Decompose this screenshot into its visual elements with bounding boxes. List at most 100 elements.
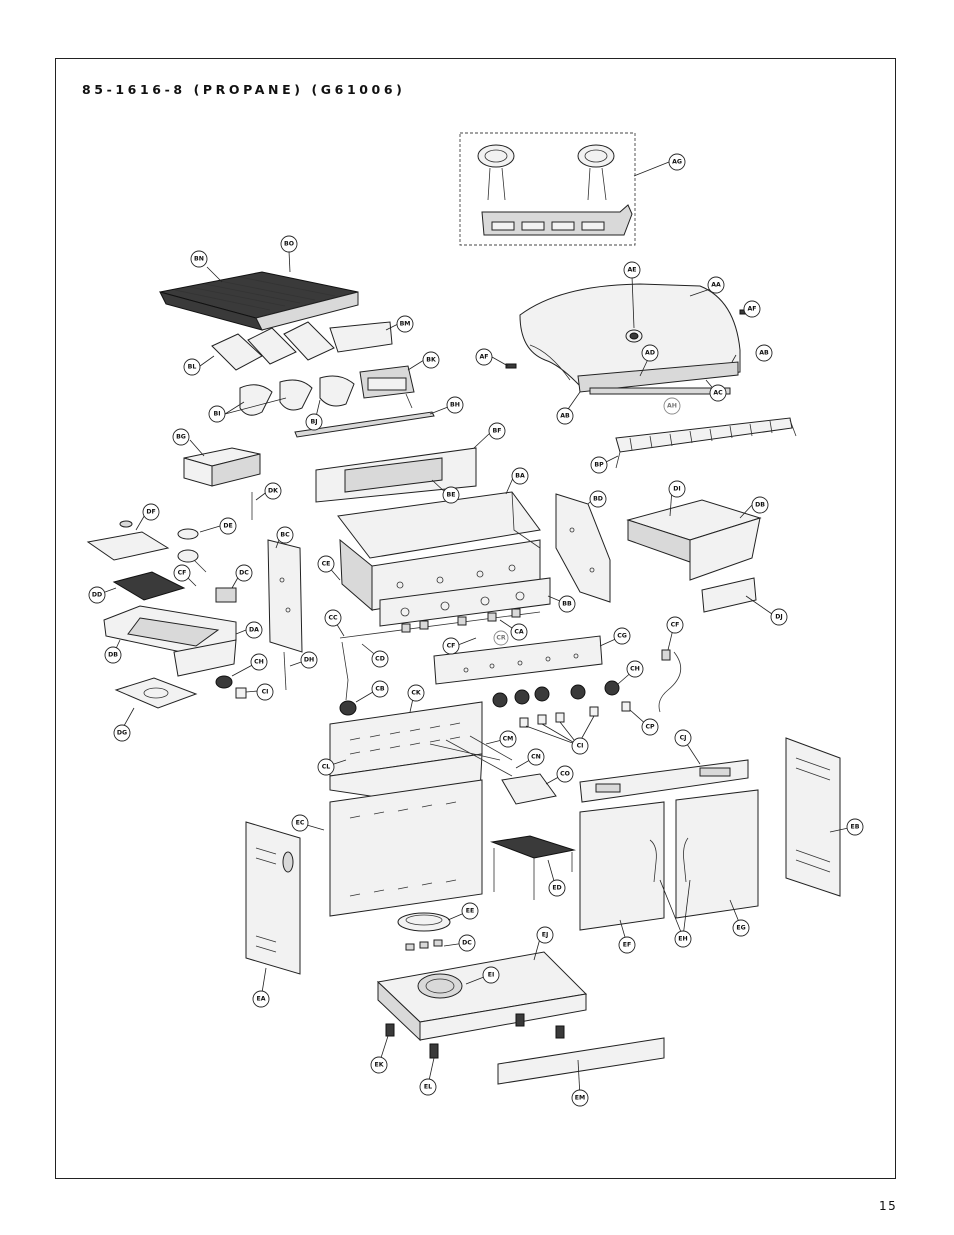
callout-DD: DD (88, 586, 106, 604)
callout-DB-right: DB (751, 496, 769, 514)
part-EC-back-panel (329, 779, 483, 917)
part-CO-grease-tray (501, 773, 557, 805)
callout-DH: DH (300, 651, 318, 669)
part-EK-EL-casters (385, 1013, 565, 1059)
svg-text:BB: BB (562, 601, 572, 608)
svg-text:BP: BP (594, 462, 604, 469)
callout-BA: BA (511, 467, 529, 485)
callout-BK-burner: BK (422, 351, 440, 369)
part-EM-kick-plate (497, 1037, 665, 1085)
callout-CL: CL (317, 758, 335, 776)
callout-EM: EM (571, 1089, 589, 1107)
part-BK-infrared-burner (359, 365, 415, 409)
part-DG-side-drip (114, 677, 198, 709)
svg-text:BM: BM (400, 321, 411, 328)
callout-BE: BE (442, 486, 460, 504)
part-BH-crossover (294, 411, 435, 438)
svg-text:ED: ED (552, 885, 561, 892)
callout-AB-left: AB (556, 407, 574, 425)
svg-text:DB: DB (755, 502, 765, 509)
svg-text:CH: CH (254, 659, 264, 666)
svg-text:DE: DE (223, 523, 232, 530)
svg-text:DB: DB (108, 652, 118, 659)
callout-CB: CB (371, 680, 389, 698)
svg-text:AD: AD (645, 350, 655, 357)
part-BG-DK (183, 447, 261, 520)
callout-CF-center: CF (442, 637, 460, 655)
callout-CH-right: CH (626, 660, 644, 678)
part-AG-rotisserie-burner (459, 132, 636, 246)
callout-CF-left: CF (173, 564, 191, 582)
svg-text:CI: CI (577, 743, 584, 750)
callout-CP: CP (641, 718, 659, 736)
svg-text:EI: EI (488, 972, 495, 979)
svg-text:EB: EB (851, 824, 860, 831)
part-BD-right-bracket (555, 493, 611, 603)
svg-text:CH: CH (630, 666, 640, 673)
callout-EB: EB (846, 818, 864, 836)
svg-text:BD: BD (593, 496, 603, 503)
callout-EH: EH (674, 930, 692, 948)
svg-text:AF: AF (479, 354, 488, 361)
part-DJ-shelf-trim (701, 577, 757, 613)
callout-BI: BI (208, 405, 226, 423)
callout-BM: BM (396, 315, 414, 333)
part-EA-left-side-panel (245, 821, 301, 975)
svg-text:CA: CA (514, 629, 524, 636)
part-EE-tank-ring (397, 912, 451, 951)
svg-text:CP: CP (645, 724, 655, 731)
svg-text:DC: DC (239, 570, 249, 577)
callout-DA: DA (245, 621, 263, 639)
callout-AC: AC (709, 384, 727, 402)
callout-CF-right: CF (666, 616, 684, 634)
callout-DC-left: DC (235, 564, 253, 582)
callout-AB-right: AB (755, 344, 773, 362)
callout-CJ: CJ (674, 729, 692, 747)
part-DD-side-grate (112, 571, 186, 601)
svg-text:AH: AH (667, 403, 677, 410)
callout-BF: BF (488, 422, 506, 440)
svg-text:CR: CR (496, 635, 506, 642)
svg-text:AA: AA (711, 282, 721, 289)
page-number: 15 (879, 1199, 898, 1213)
callout-BH: BH (446, 396, 464, 414)
svg-text:DG: DG (117, 730, 127, 737)
part-DF-side-burner-lid (86, 520, 170, 561)
svg-text:EF: EF (623, 942, 631, 949)
callout-CG: CG (613, 627, 631, 645)
callout-EL: EL (419, 1078, 437, 1096)
callout-CN: CN (527, 748, 545, 766)
svg-text:DD: DD (92, 592, 102, 599)
svg-text:DK: DK (268, 488, 278, 495)
callout-BL: BL (183, 358, 201, 376)
part-DI-DB-right-shelf (626, 499, 762, 581)
part-BI-BJ-burners (239, 375, 355, 416)
diagram-frame (55, 58, 896, 1179)
callout-EE: EE (461, 902, 479, 920)
part-BF-BE-heat-shield (315, 447, 477, 503)
callout-CR: CR (493, 630, 509, 646)
part-EF-left-door (579, 801, 665, 931)
callout-DE: DE (219, 517, 237, 535)
callout-EK: EK (370, 1056, 388, 1074)
leader-lines (96, 161, 854, 1098)
part-DC-DH-CH-CI (215, 587, 287, 699)
part-BN-BO-cooking-grids (159, 271, 359, 331)
svg-text:BC: BC (280, 532, 290, 539)
svg-text:EE: EE (466, 908, 474, 915)
callout-CK: CK (407, 684, 425, 702)
part-DA-side-burner-housing (103, 605, 237, 677)
svg-text:AE: AE (627, 267, 636, 274)
callout-AF-left: AF (475, 348, 493, 366)
callout-CI-left: CI (256, 683, 274, 701)
svg-text:CF: CF (178, 570, 187, 577)
callout-AG: AG (668, 153, 686, 171)
svg-text:BG: BG (176, 434, 186, 441)
part-CG-control-panel (433, 635, 603, 685)
svg-text:BA: BA (515, 473, 525, 480)
svg-text:CK: CK (411, 690, 421, 697)
svg-text:DJ: DJ (775, 614, 782, 621)
callout-AD: AD (641, 344, 659, 362)
callout-AF-right: AF (743, 300, 761, 318)
part-BP-warming-rack (615, 417, 797, 469)
